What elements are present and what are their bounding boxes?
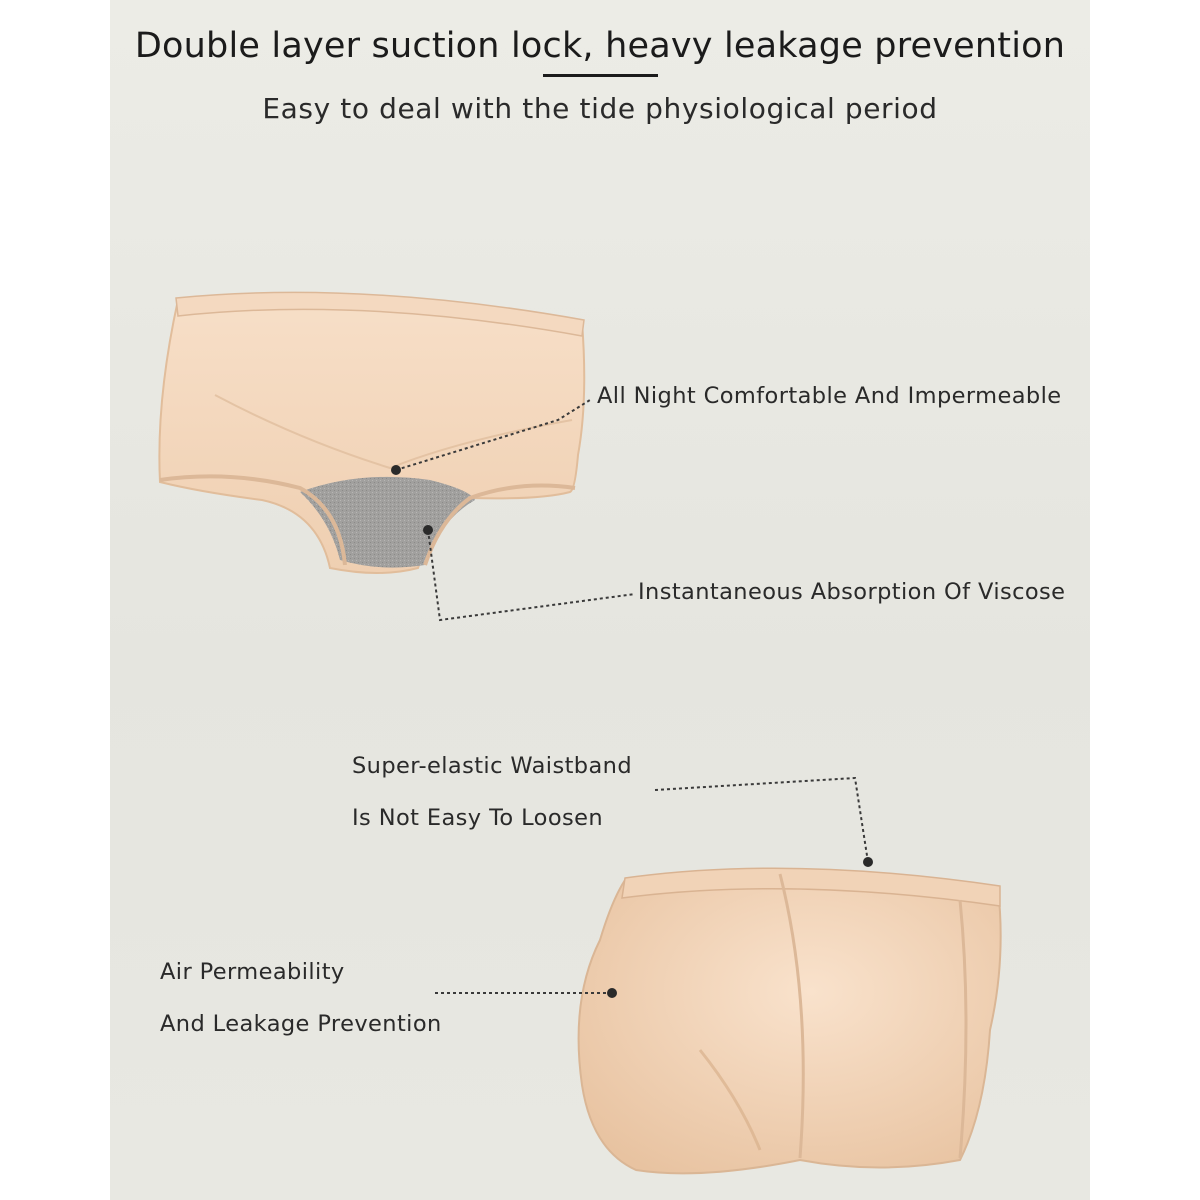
callout-air-line2: And Leakage Prevention [160, 1011, 442, 1037]
dot-night [391, 465, 401, 475]
dot-waistband [863, 857, 873, 867]
front-brief-image [158, 291, 586, 574]
callout-waistband-line2: Is Not Easy To Loosen [352, 805, 604, 831]
leader-absorption [427, 529, 636, 622]
callout-night-comfortable: All Night Comfortable And Impermeable [597, 383, 1062, 409]
headline-underline [543, 74, 658, 77]
dot-air [607, 988, 617, 998]
dot-absorption [423, 525, 433, 535]
callout-dots [391, 465, 873, 998]
callout-leaders [395, 399, 869, 994]
back-brief-image [577, 867, 1002, 1175]
headline: Double layer suction lock, heavy leakage… [134, 26, 1066, 66]
callout-air-line1: Air Permeability [160, 959, 345, 985]
callout-absorption: Instantaneous Absorption Of Viscose [638, 579, 1066, 605]
leader-waistband [654, 776, 869, 863]
callout-waistband-line1: Super-elastic Waistband [352, 753, 633, 779]
leader-night [395, 399, 591, 471]
subheadline: Easy to deal with the tide physiological… [262, 92, 938, 125]
